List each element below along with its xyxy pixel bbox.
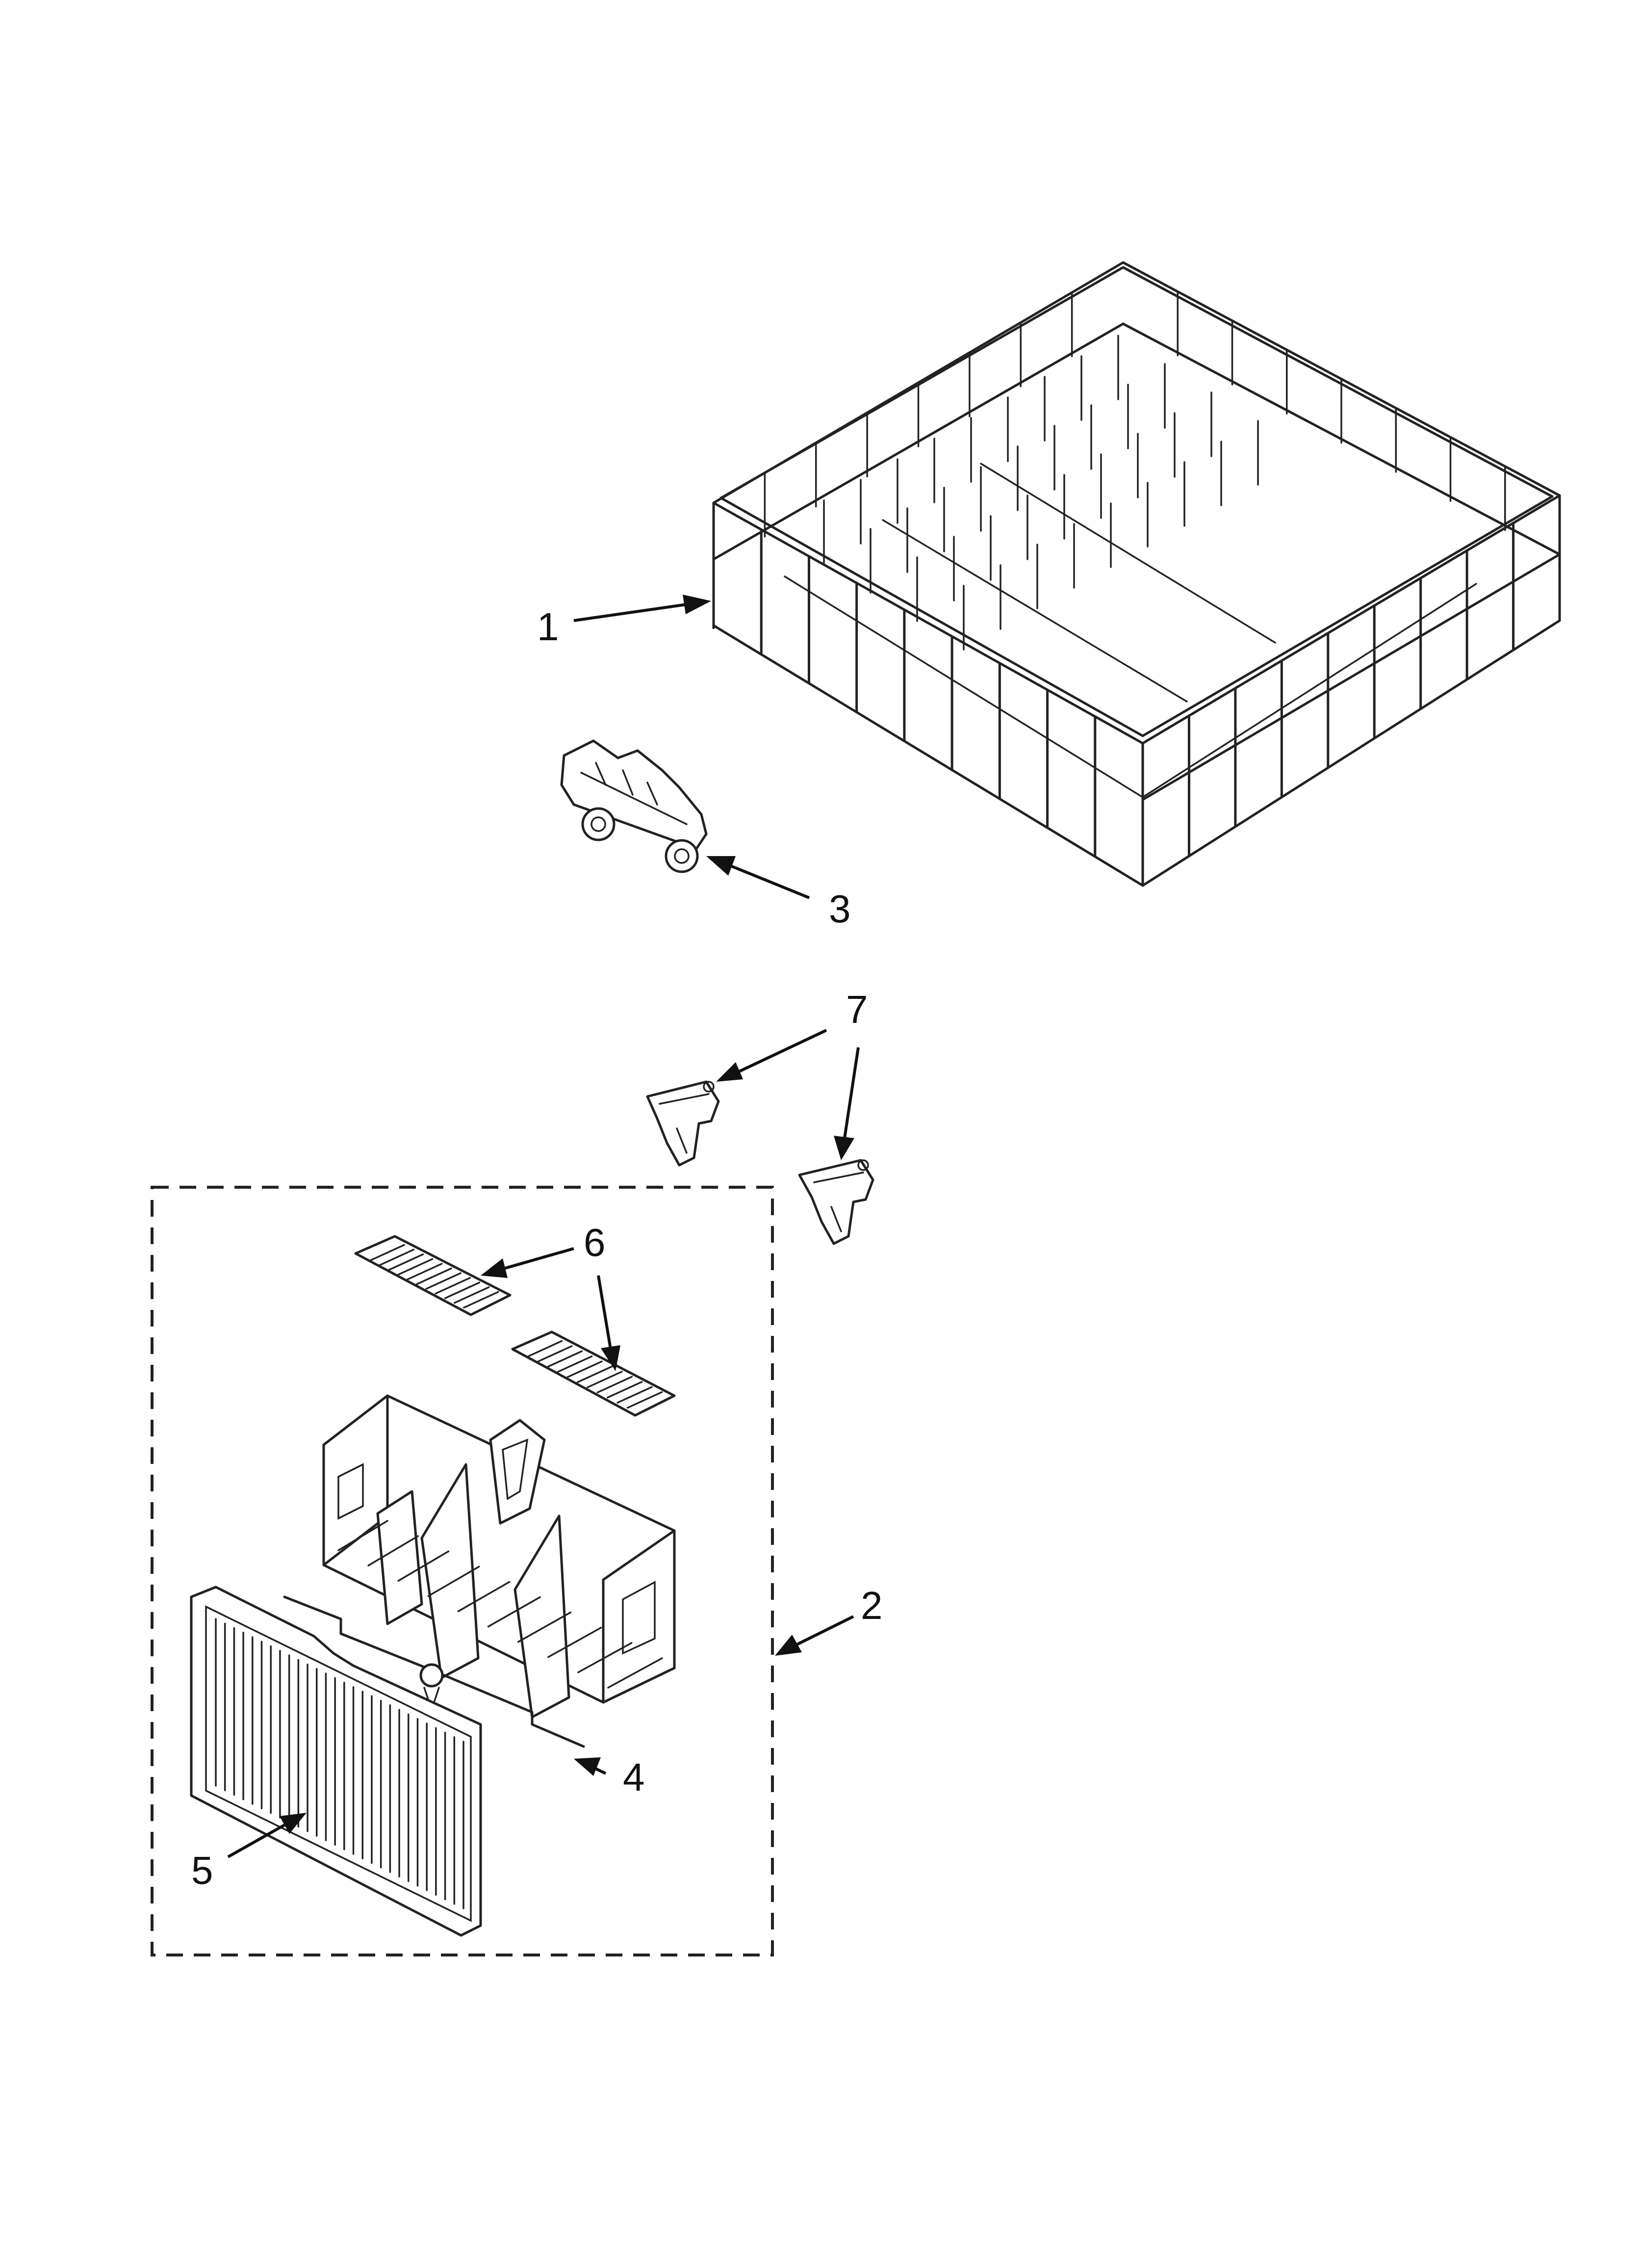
dishrack-part-1 [712, 261, 1561, 887]
clip-part-7b [798, 1159, 874, 1245]
basket-assembly-boundary [151, 1186, 774, 1956]
callout-7: 7 [846, 988, 868, 1031]
grid-cover-part-5 [190, 1586, 482, 1937]
callout-6: 6 [584, 1221, 606, 1264]
callout-5: 5 [191, 1849, 213, 1892]
hinge-rod-part-4 [283, 1595, 585, 1748]
basket-lid-part-6a [354, 1235, 512, 1316]
silverware-basket [322, 1394, 676, 1719]
callout-3: 3 [829, 887, 851, 931]
callout-1: 1 [537, 605, 559, 649]
leader-lines [227, 595, 860, 1858]
rack-wheel-part-3 [560, 739, 708, 873]
clip-part-7a [646, 1080, 720, 1167]
basket-lid-part-6b [511, 1330, 676, 1417]
callout-4: 4 [623, 1755, 645, 1799]
callout-2: 2 [861, 1584, 883, 1627]
